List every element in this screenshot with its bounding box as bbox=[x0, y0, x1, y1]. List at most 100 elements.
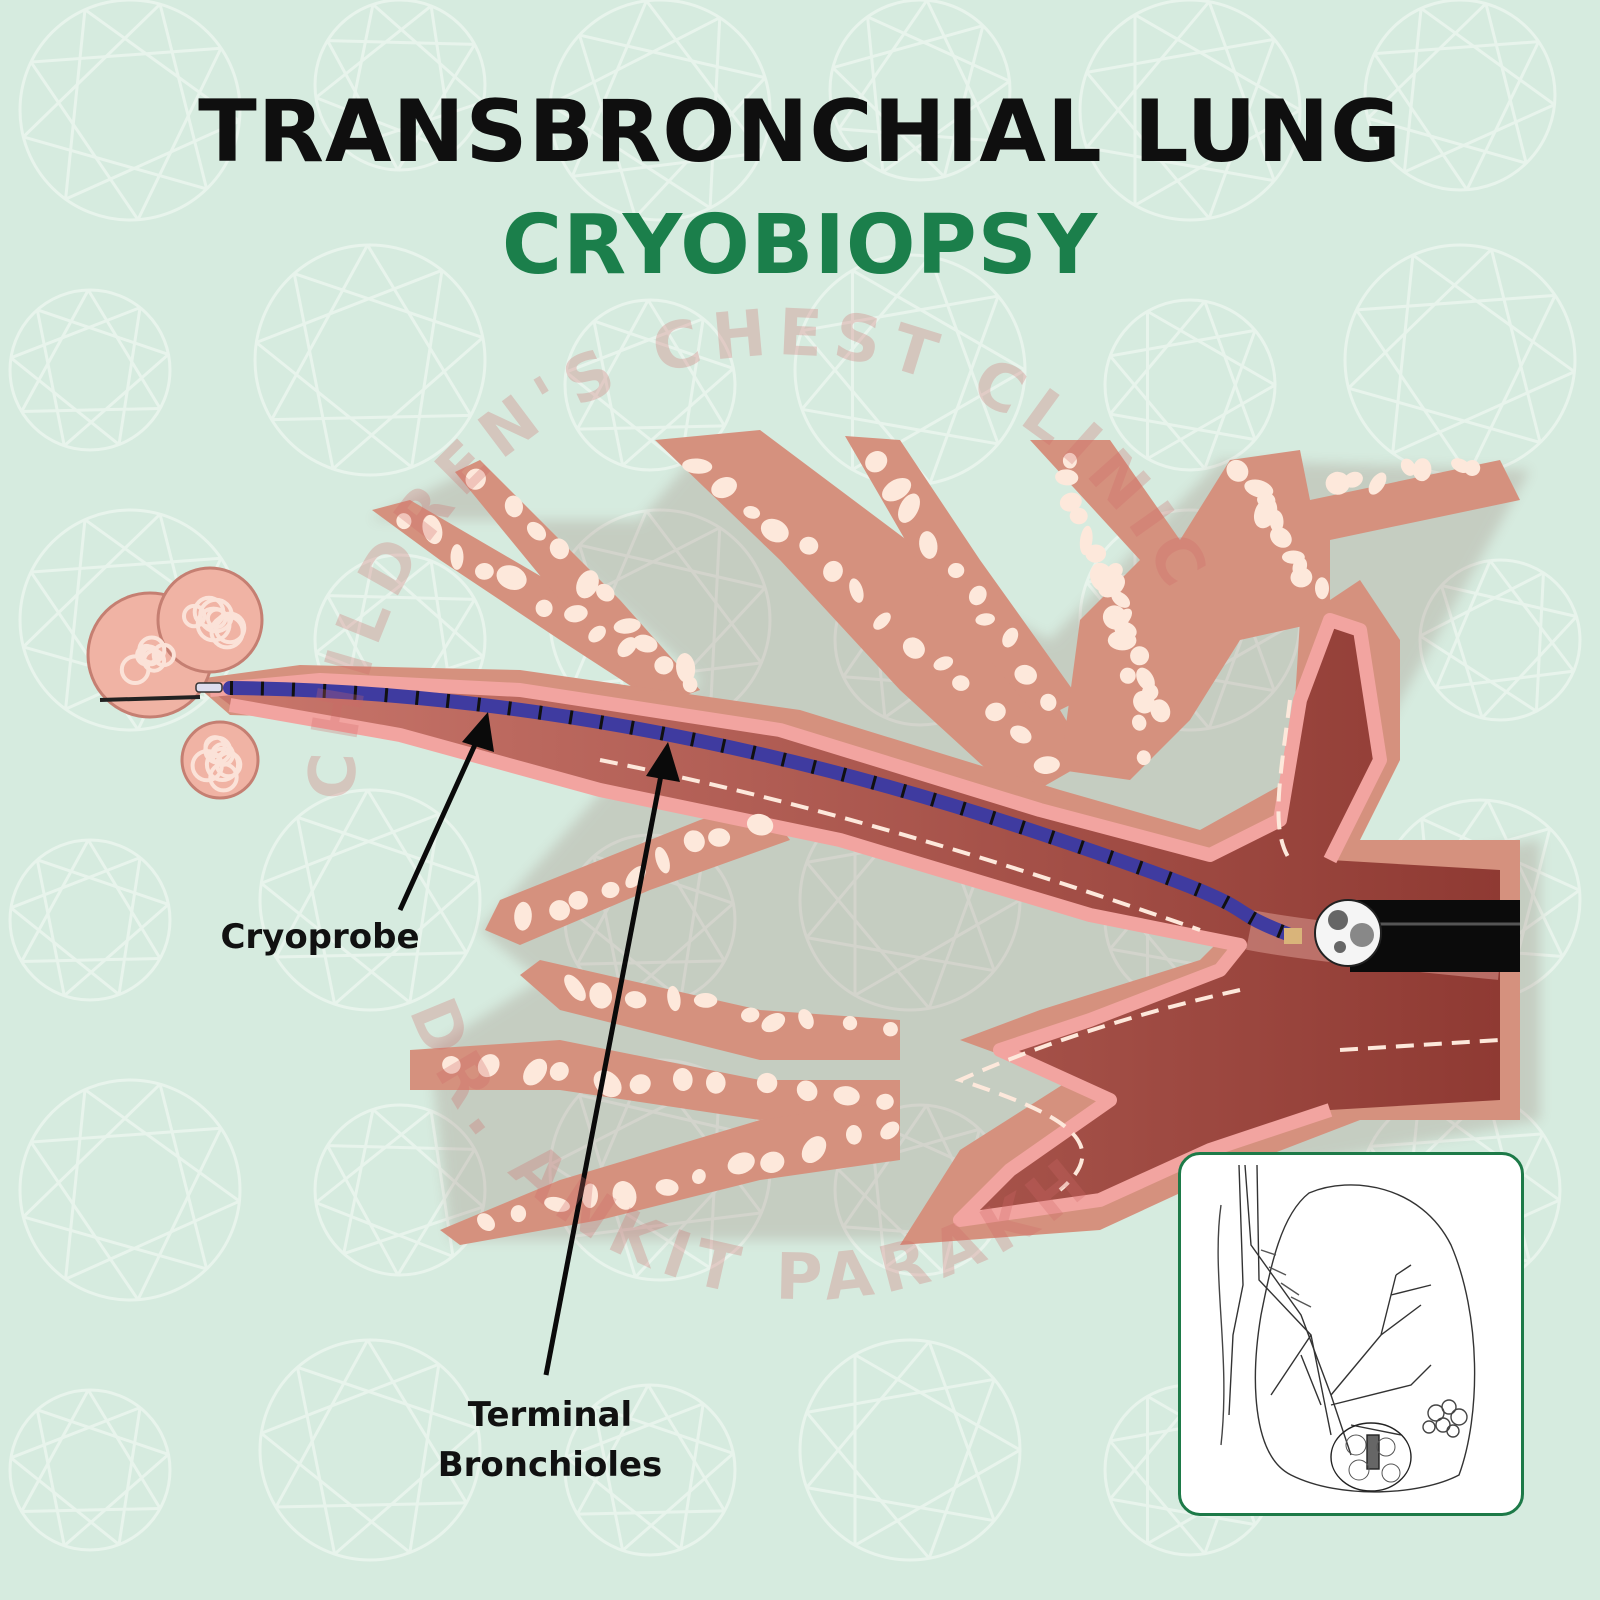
cartilage-dot bbox=[655, 1179, 679, 1196]
cartilage-dot bbox=[596, 583, 615, 602]
cartilage-dot bbox=[510, 1205, 527, 1223]
cartilage-dot bbox=[612, 1181, 637, 1210]
cartilage-dot bbox=[576, 570, 599, 599]
arrow-cryoprobe-head bbox=[462, 712, 494, 752]
cartilage-dot bbox=[564, 605, 588, 623]
cartilage-dot bbox=[952, 675, 970, 691]
cartilage-dot bbox=[1111, 591, 1131, 608]
cartilage-dot bbox=[1400, 458, 1416, 476]
cartilage-dot bbox=[1069, 507, 1088, 525]
cartilage-dot bbox=[422, 514, 443, 545]
cartilage-dot bbox=[564, 974, 586, 1001]
cartilage-dot bbox=[1111, 608, 1133, 630]
page-subtitle: CRYOBIOPSY bbox=[501, 198, 1099, 293]
cartilage-dot bbox=[898, 493, 920, 523]
cartilage-dot bbox=[1014, 664, 1037, 685]
cartilage-dot bbox=[985, 702, 1006, 722]
cartilage-dot bbox=[589, 982, 613, 1009]
cartilage-dot bbox=[1130, 646, 1150, 666]
cartilage-dot bbox=[743, 506, 761, 519]
cartilage-dot bbox=[1033, 756, 1060, 774]
lower-branch-2 bbox=[520, 960, 900, 1060]
cartilage-dot bbox=[1010, 725, 1032, 744]
cartilage-dot bbox=[1290, 567, 1313, 588]
cartilage-dot bbox=[882, 477, 912, 502]
cartilage-dot bbox=[601, 881, 620, 899]
cartilage-dot bbox=[1131, 714, 1147, 731]
cartilage-dot bbox=[450, 544, 464, 570]
inset-alveoli bbox=[1422, 1399, 1468, 1438]
cartilage-dot bbox=[1107, 630, 1137, 651]
cartilage-dot bbox=[526, 521, 547, 541]
cartilage-dot bbox=[975, 613, 995, 626]
cartilage-dot bbox=[1464, 460, 1481, 476]
cartilage-dot bbox=[711, 477, 737, 499]
arrow-terminal-head bbox=[646, 742, 680, 782]
wall-dash-line bbox=[599, 758, 1201, 932]
cartilage-dot bbox=[544, 1196, 570, 1212]
label-terminal-bronchioles: Terminal Bronchioles bbox=[400, 1390, 700, 1490]
cartilage-dot bbox=[1062, 452, 1077, 469]
arrow-cryoprobe bbox=[397, 736, 481, 912]
cartilage-dot bbox=[683, 830, 705, 853]
cartilage-dot bbox=[919, 531, 938, 559]
biopsy-needle-line bbox=[99, 695, 201, 702]
cartilage-dot bbox=[968, 585, 987, 606]
cartilage-dot bbox=[692, 1169, 706, 1184]
cartilage-dot bbox=[746, 813, 774, 836]
wall-dash-line bbox=[1276, 699, 1292, 862]
cartilage-dot bbox=[672, 1068, 693, 1091]
cartilage-dot bbox=[549, 900, 570, 921]
cartilage-dot bbox=[523, 1058, 548, 1086]
cartilage-dot bbox=[465, 468, 486, 490]
cartilage-rings bbox=[396, 450, 1501, 1232]
cartilage-dot bbox=[1325, 471, 1350, 495]
cartilage-dot bbox=[477, 1054, 500, 1078]
cartilage-dot bbox=[504, 495, 523, 518]
cartilage-dot bbox=[883, 1021, 898, 1037]
cartilage-dot bbox=[549, 1061, 569, 1081]
bronchial-tree bbox=[86, 430, 1520, 1245]
cartilage-dot bbox=[496, 565, 527, 590]
cartilage-dot bbox=[624, 991, 647, 1009]
bronchoscope-outline bbox=[1244, 1164, 1352, 1456]
cartilage-dot bbox=[1368, 472, 1387, 495]
cartilage-dot bbox=[1343, 471, 1363, 488]
cartilage-dot bbox=[876, 1093, 894, 1110]
cartilage-dot bbox=[1002, 627, 1019, 648]
biopsy-area bbox=[1330, 1422, 1412, 1492]
cartilage-dot bbox=[613, 618, 641, 634]
cartilage-dot bbox=[880, 1121, 900, 1140]
cartilage-dot bbox=[1059, 492, 1082, 512]
cartilage-dot bbox=[842, 1015, 858, 1031]
cartilage-dot bbox=[667, 985, 681, 1012]
lower-branch-3 bbox=[410, 1040, 900, 1120]
label-terminal-line2: Bronchioles bbox=[437, 1445, 663, 1485]
bronchoscope bbox=[1314, 899, 1520, 972]
page-title: TRANSBRONCHIAL LUNG bbox=[198, 82, 1402, 182]
cartilage-dot bbox=[588, 625, 606, 643]
cartilage-dot bbox=[629, 1074, 651, 1095]
cartilage-dot bbox=[693, 992, 718, 1008]
cartilage-dot bbox=[617, 637, 637, 658]
cartilage-dot bbox=[568, 890, 588, 910]
cartilage-dot bbox=[1270, 527, 1292, 548]
cryoprobe-tip bbox=[195, 682, 223, 693]
cartilage-dot bbox=[477, 1213, 495, 1232]
cartilage-dot bbox=[799, 536, 819, 555]
cartilage-dot bbox=[654, 656, 674, 675]
cartilage-dot bbox=[1098, 572, 1126, 598]
cartilage-dot bbox=[682, 458, 713, 474]
cartilage-dot bbox=[756, 1072, 778, 1094]
cartilage-dot bbox=[396, 513, 412, 530]
label-terminal-line1: Terminal bbox=[467, 1395, 633, 1435]
cartilage-dot bbox=[873, 612, 891, 630]
cartilage-dot bbox=[760, 1151, 785, 1173]
mucosa-lining-lower bbox=[228, 698, 1333, 1227]
cartilage-dot bbox=[741, 1007, 760, 1023]
cartilage-dot bbox=[823, 560, 843, 582]
annotation-arrows bbox=[397, 712, 680, 1376]
mucosa-lining bbox=[209, 613, 1387, 864]
